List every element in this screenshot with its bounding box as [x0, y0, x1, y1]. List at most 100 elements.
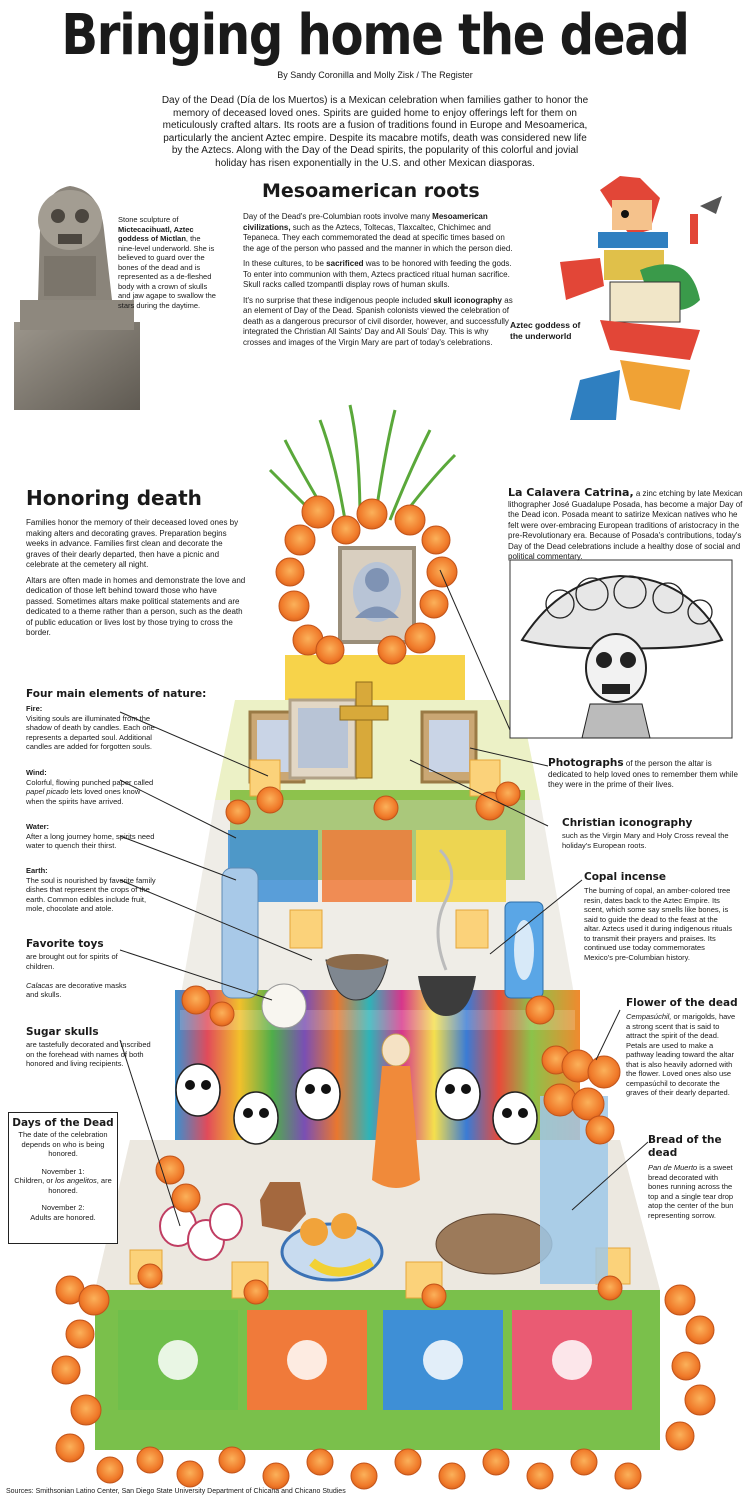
marigold-35 [78, 1284, 110, 1316]
elements-heading: Four main elements of nature: [26, 688, 207, 700]
marigold-19 [181, 985, 211, 1015]
page-title: Bringing home the dead [61, 3, 690, 68]
marigold-45 [96, 1456, 124, 1484]
element-water: Water:After a long journey home, spirits… [26, 822, 155, 850]
copal-text: The burning of copal, an amber-colored t… [584, 886, 733, 962]
sources-line: Sources: Smithsonian Latino Center, San … [6, 1488, 346, 1495]
marigold-27 [585, 1115, 615, 1145]
virgin-mary-candle [504, 901, 544, 999]
marigold-25 [571, 1087, 605, 1121]
marigold-21 [525, 995, 555, 1025]
marigold-18 [495, 781, 521, 807]
marigold-41 [685, 1315, 715, 1345]
christian-text: such as the Virgin Mary and Holy Cross r… [562, 831, 729, 850]
marigold-29 [171, 1183, 201, 1213]
marigold-30 [137, 1263, 163, 1289]
marigold-2 [275, 557, 305, 587]
marigold-12 [377, 635, 407, 665]
marigold-46 [136, 1446, 164, 1474]
roots-body: Day of the Dead's pre-Columbian roots in… [243, 212, 513, 347]
element-wind: Wind:Colorful, flowing punched paper cal… [26, 768, 154, 806]
marigold-3 [278, 590, 310, 622]
marigold-28 [155, 1155, 185, 1185]
marigold-57 [614, 1462, 642, 1490]
baseball [261, 983, 307, 1029]
marigold-39 [55, 1433, 85, 1463]
honoring-heading: Honoring death [26, 486, 202, 510]
toys-heading: Favorite toys [26, 938, 104, 950]
marigold-55 [526, 1462, 554, 1490]
days-intro: The date of the celebration depends on w… [18, 1130, 108, 1158]
photographs-callout: Photographs of the person the altar is d… [548, 757, 738, 789]
pan-de-muerto-bread [435, 1213, 553, 1275]
days-of-dead-box: Days of the Dead The date of the celebra… [8, 1112, 118, 1244]
marigold-9 [426, 556, 458, 588]
marigold-10 [419, 589, 449, 619]
marigold-13 [315, 635, 345, 665]
catrina-caption: La Calavera Catrina, a zinc etching by l… [508, 486, 743, 561]
marigold-53 [438, 1462, 466, 1490]
sugar-skull-decorations [175, 1063, 538, 1145]
marigold-51 [350, 1462, 378, 1490]
catrina-etching-image [509, 559, 733, 739]
marigold-0 [301, 495, 335, 529]
marigold-33 [597, 1275, 623, 1301]
incense-bowls [325, 848, 476, 1016]
flower-text: Cempasúchil, or marigolds, have a strong… [626, 1012, 736, 1097]
marigold-43 [684, 1384, 716, 1416]
sugar-skulls [159, 1203, 243, 1261]
marigold-24 [543, 1083, 577, 1117]
marigold-20 [209, 1001, 235, 1027]
marigold-42 [671, 1351, 701, 1381]
marigold-14 [256, 786, 284, 814]
days-nov1: November 1:Children, or los angelitos, a… [14, 1166, 112, 1195]
statue-caption: Stone sculpture of Mictecacihuatl, Aztec… [118, 215, 216, 310]
bread-heading: Bread of the dead [648, 1134, 722, 1159]
candles [129, 759, 631, 1299]
marigold-6 [356, 498, 388, 530]
copal-heading: Copal incense [584, 871, 667, 883]
bread-text: Pan de Muerto is a sweet bread decorated… [648, 1163, 734, 1220]
water-bottle [221, 867, 259, 999]
christian-heading: Christian iconography [562, 817, 693, 829]
roots-heading: Mesoamerican roots [262, 180, 480, 202]
marigold-8 [421, 525, 451, 555]
marigold-40 [664, 1284, 696, 1316]
marigold-flowers [51, 495, 716, 1490]
marigold-52 [394, 1448, 422, 1476]
marigold-7 [394, 504, 426, 536]
papel-picado-lower [118, 1310, 632, 1410]
marigold-16 [373, 795, 399, 821]
toys-text: are brought out for spirits of children.… [26, 952, 127, 999]
element-fire: Fire:Visiting souls are illuminated from… [26, 704, 155, 751]
altar-top-tier [285, 546, 465, 700]
marigold-11 [404, 622, 436, 654]
catrina-figurine [372, 1033, 420, 1188]
intro-paragraph: Day of the Dead (Día de los Muertos) is … [161, 95, 589, 169]
papel-picado-upper [228, 830, 506, 902]
marigold-15 [225, 799, 251, 825]
marigold-44 [665, 1421, 695, 1451]
stone-sculpture-image [14, 186, 140, 410]
element-earth: Earth:The soul is nourished by favorite … [26, 866, 156, 913]
marigold-56 [570, 1448, 598, 1476]
days-heading: Days of the Dead [12, 1117, 114, 1129]
marigold-48 [218, 1446, 246, 1474]
aztec-goddess-image [560, 176, 722, 420]
marigold-36 [65, 1319, 95, 1349]
marigold-26 [587, 1055, 621, 1089]
marigold-54 [482, 1448, 510, 1476]
marigold-49 [262, 1462, 290, 1490]
marigold-32 [421, 1283, 447, 1309]
marigold-47 [176, 1460, 204, 1488]
marigold-5 [331, 515, 361, 545]
sugar-skulls-heading: Sugar skulls [26, 1026, 99, 1038]
byline: By Sandy Coronilla and Molly Zisk / The … [277, 70, 473, 80]
goddess-caption: Aztec goddess of the underworld [510, 320, 581, 341]
callout-leader-lines [119, 569, 649, 1227]
marigold-1 [284, 524, 316, 556]
marigold-38 [70, 1394, 102, 1426]
days-nov2: November 2:Adults are honored. [30, 1203, 96, 1222]
clay-jar [260, 1182, 306, 1232]
